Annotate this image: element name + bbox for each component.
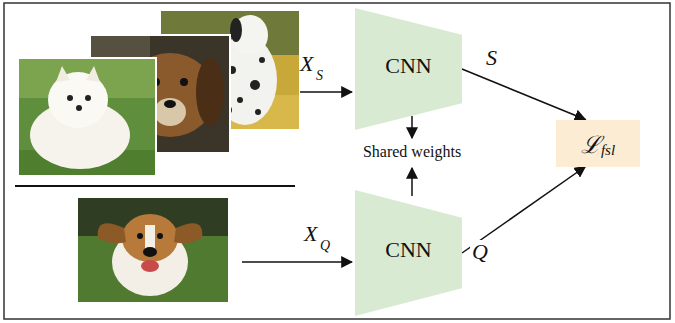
cnn-block: CNN — [355, 8, 462, 130]
feature-arrow — [462, 69, 585, 120]
shared-weight-arrow — [411, 168, 413, 196]
pomeranian-photo — [18, 58, 156, 176]
subscript: Q — [320, 238, 330, 253]
subscript: S — [316, 68, 323, 83]
edge-label: Q — [470, 240, 490, 264]
node-content: ℒfsl — [556, 120, 640, 167]
separator-line — [15, 185, 295, 187]
input-symbol: X — [300, 52, 313, 76]
shared-weights-label: Shared weights — [360, 143, 464, 161]
shared-weight-arrow — [411, 116, 413, 138]
input-arrow — [242, 261, 352, 263]
frame — [4, 3, 670, 319]
input-arrow — [300, 91, 352, 93]
node-content: CNN — [355, 190, 462, 316]
beagle-photo — [78, 198, 228, 302]
node-label: CNN — [385, 237, 431, 263]
subscript: fsl — [601, 142, 615, 159]
node-label: ℒ — [581, 127, 601, 160]
node-content: CNN — [355, 8, 462, 130]
input-symbol: X — [304, 222, 317, 246]
cnn-block: CNN — [355, 190, 462, 316]
loss-box: ℒfsl — [556, 120, 640, 167]
node-label: CNN — [385, 53, 431, 79]
edge-label: S — [484, 46, 499, 70]
